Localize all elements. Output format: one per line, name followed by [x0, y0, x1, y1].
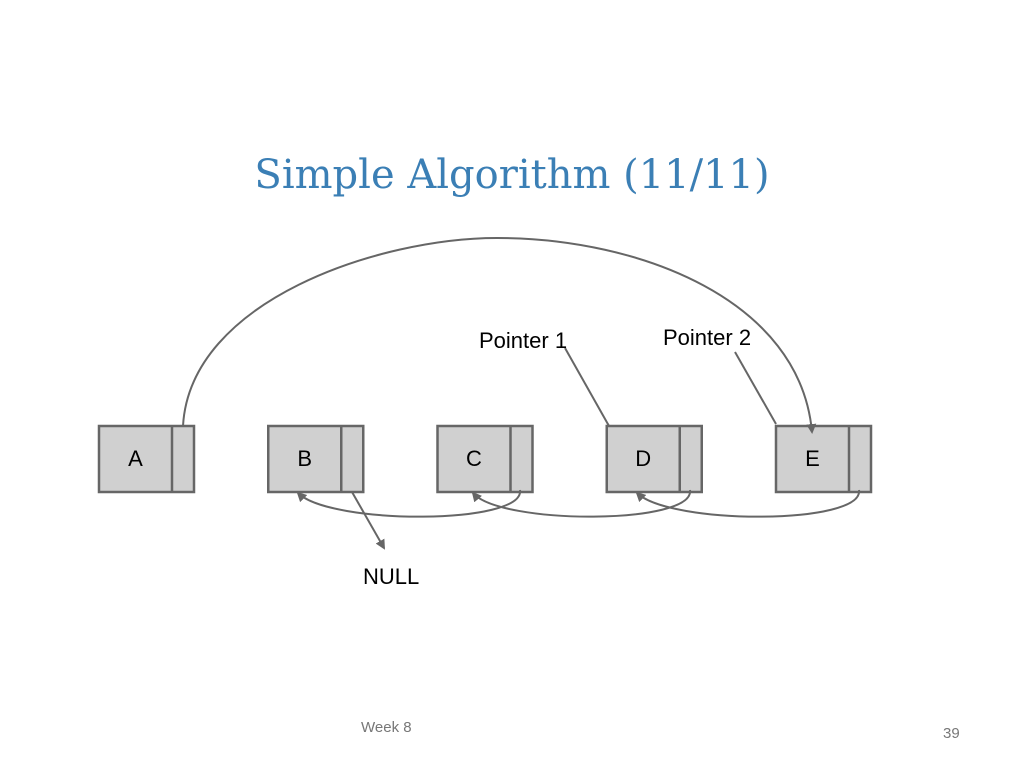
node-box [97, 424, 196, 494]
footer-week: Week 8 [361, 719, 412, 736]
pointer2-line [734, 351, 777, 425]
node-label: D [635, 446, 652, 471]
pointer2-label: Pointer 2 [663, 325, 752, 350]
pointer1-label: Pointer 1 [479, 328, 568, 353]
page-number: 39 [943, 725, 960, 742]
node-box [267, 424, 365, 494]
node-label: C [466, 446, 482, 471]
arc-c-to-b [296, 489, 522, 518]
null-label: NULL [363, 564, 420, 589]
node-label: B [297, 446, 313, 471]
arc-a-to-e [182, 236, 817, 434]
node-box [605, 424, 703, 494]
slide-title: Simple Algorithm (11/11) [254, 152, 770, 198]
node-label: A [128, 446, 143, 471]
arc-d-to-c [471, 489, 692, 518]
node-box [774, 424, 873, 494]
pointer1-line [564, 347, 610, 427]
node-box [436, 424, 534, 494]
arrow-b-to-null [351, 491, 385, 550]
node-label: E [805, 446, 820, 471]
arc-e-to-d [635, 489, 861, 518]
